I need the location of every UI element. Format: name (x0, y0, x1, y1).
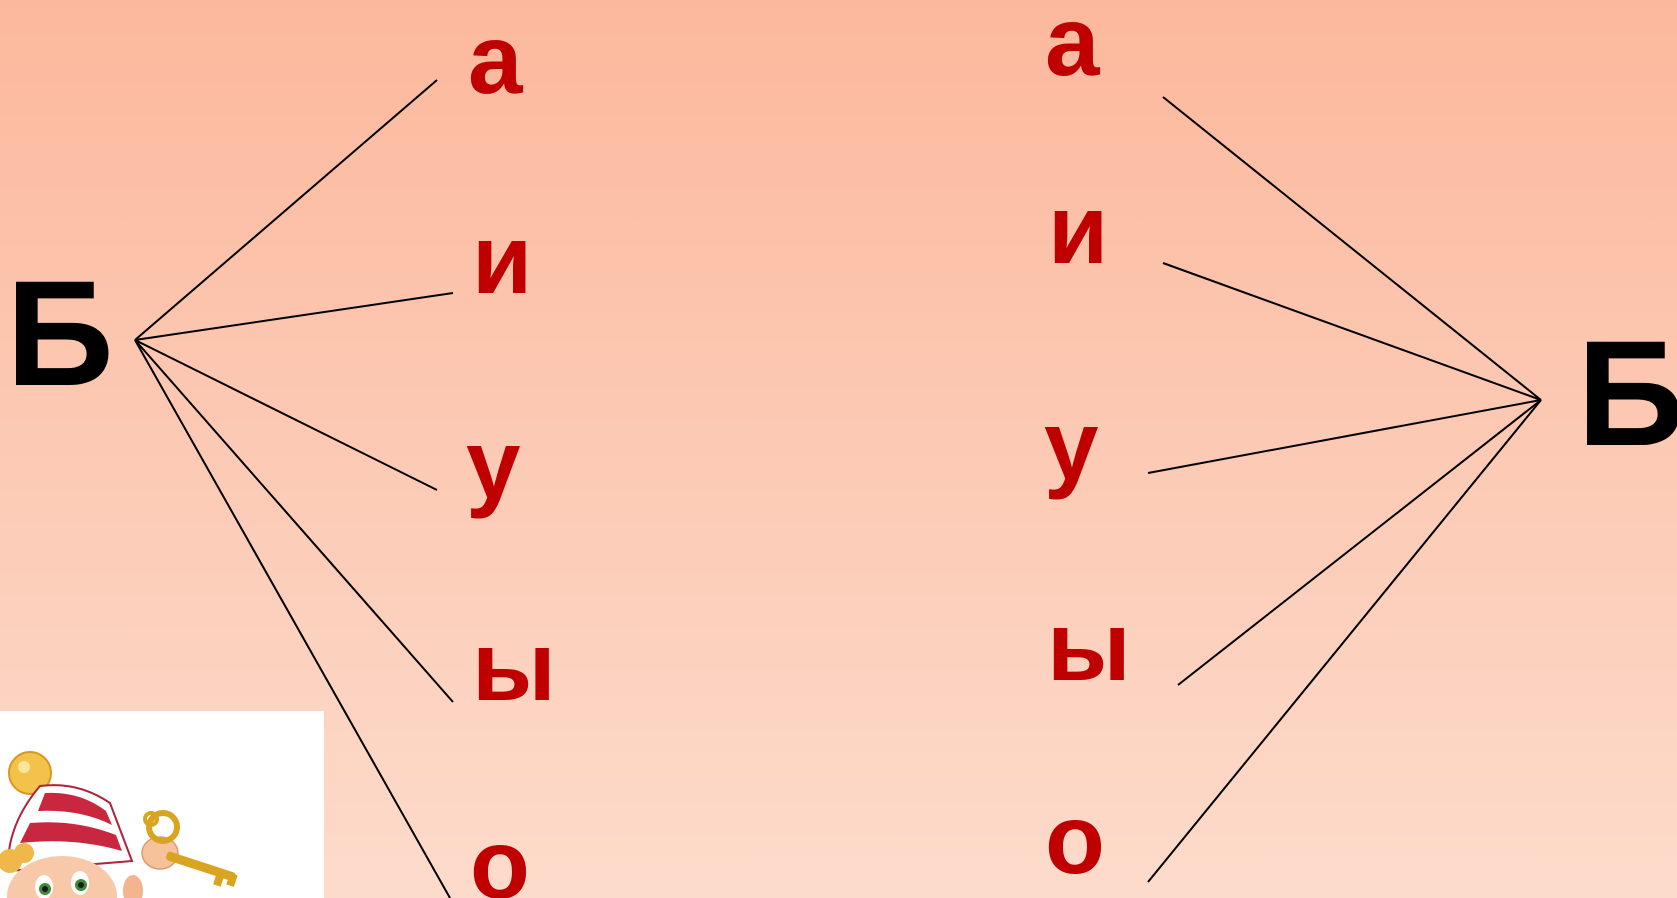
connector-left-a (134, 79, 438, 341)
vowel-left-i: и (472, 204, 533, 314)
connector-right-y (1177, 399, 1542, 686)
vowel-left-o: о (470, 809, 530, 898)
connector-left-y (134, 339, 454, 703)
connector-left-u (134, 339, 438, 491)
consonant-right: Б (1577, 309, 1677, 477)
vowel-right-u: у (1044, 390, 1099, 500)
vowel-right-y: ы (1047, 591, 1131, 701)
connector-left-i (134, 292, 454, 341)
illustration-card (0, 711, 324, 898)
vowel-right-a: а (1045, 0, 1100, 96)
vowel-right-o: о (1045, 784, 1105, 894)
connector-right-o (1147, 399, 1542, 883)
vowel-left-a: а (468, 4, 523, 114)
connector-right-u (1147, 399, 1542, 474)
connector-left-o (134, 339, 451, 898)
connector-right-a (1162, 96, 1542, 401)
connector-right-i (1162, 262, 1542, 401)
vowel-left-y: ы (472, 611, 556, 721)
vowel-right-i: и (1048, 174, 1109, 284)
vowel-left-u: у (466, 409, 521, 519)
consonant-left: Б (6, 249, 114, 417)
gnome-with-key-icon (0, 751, 238, 898)
